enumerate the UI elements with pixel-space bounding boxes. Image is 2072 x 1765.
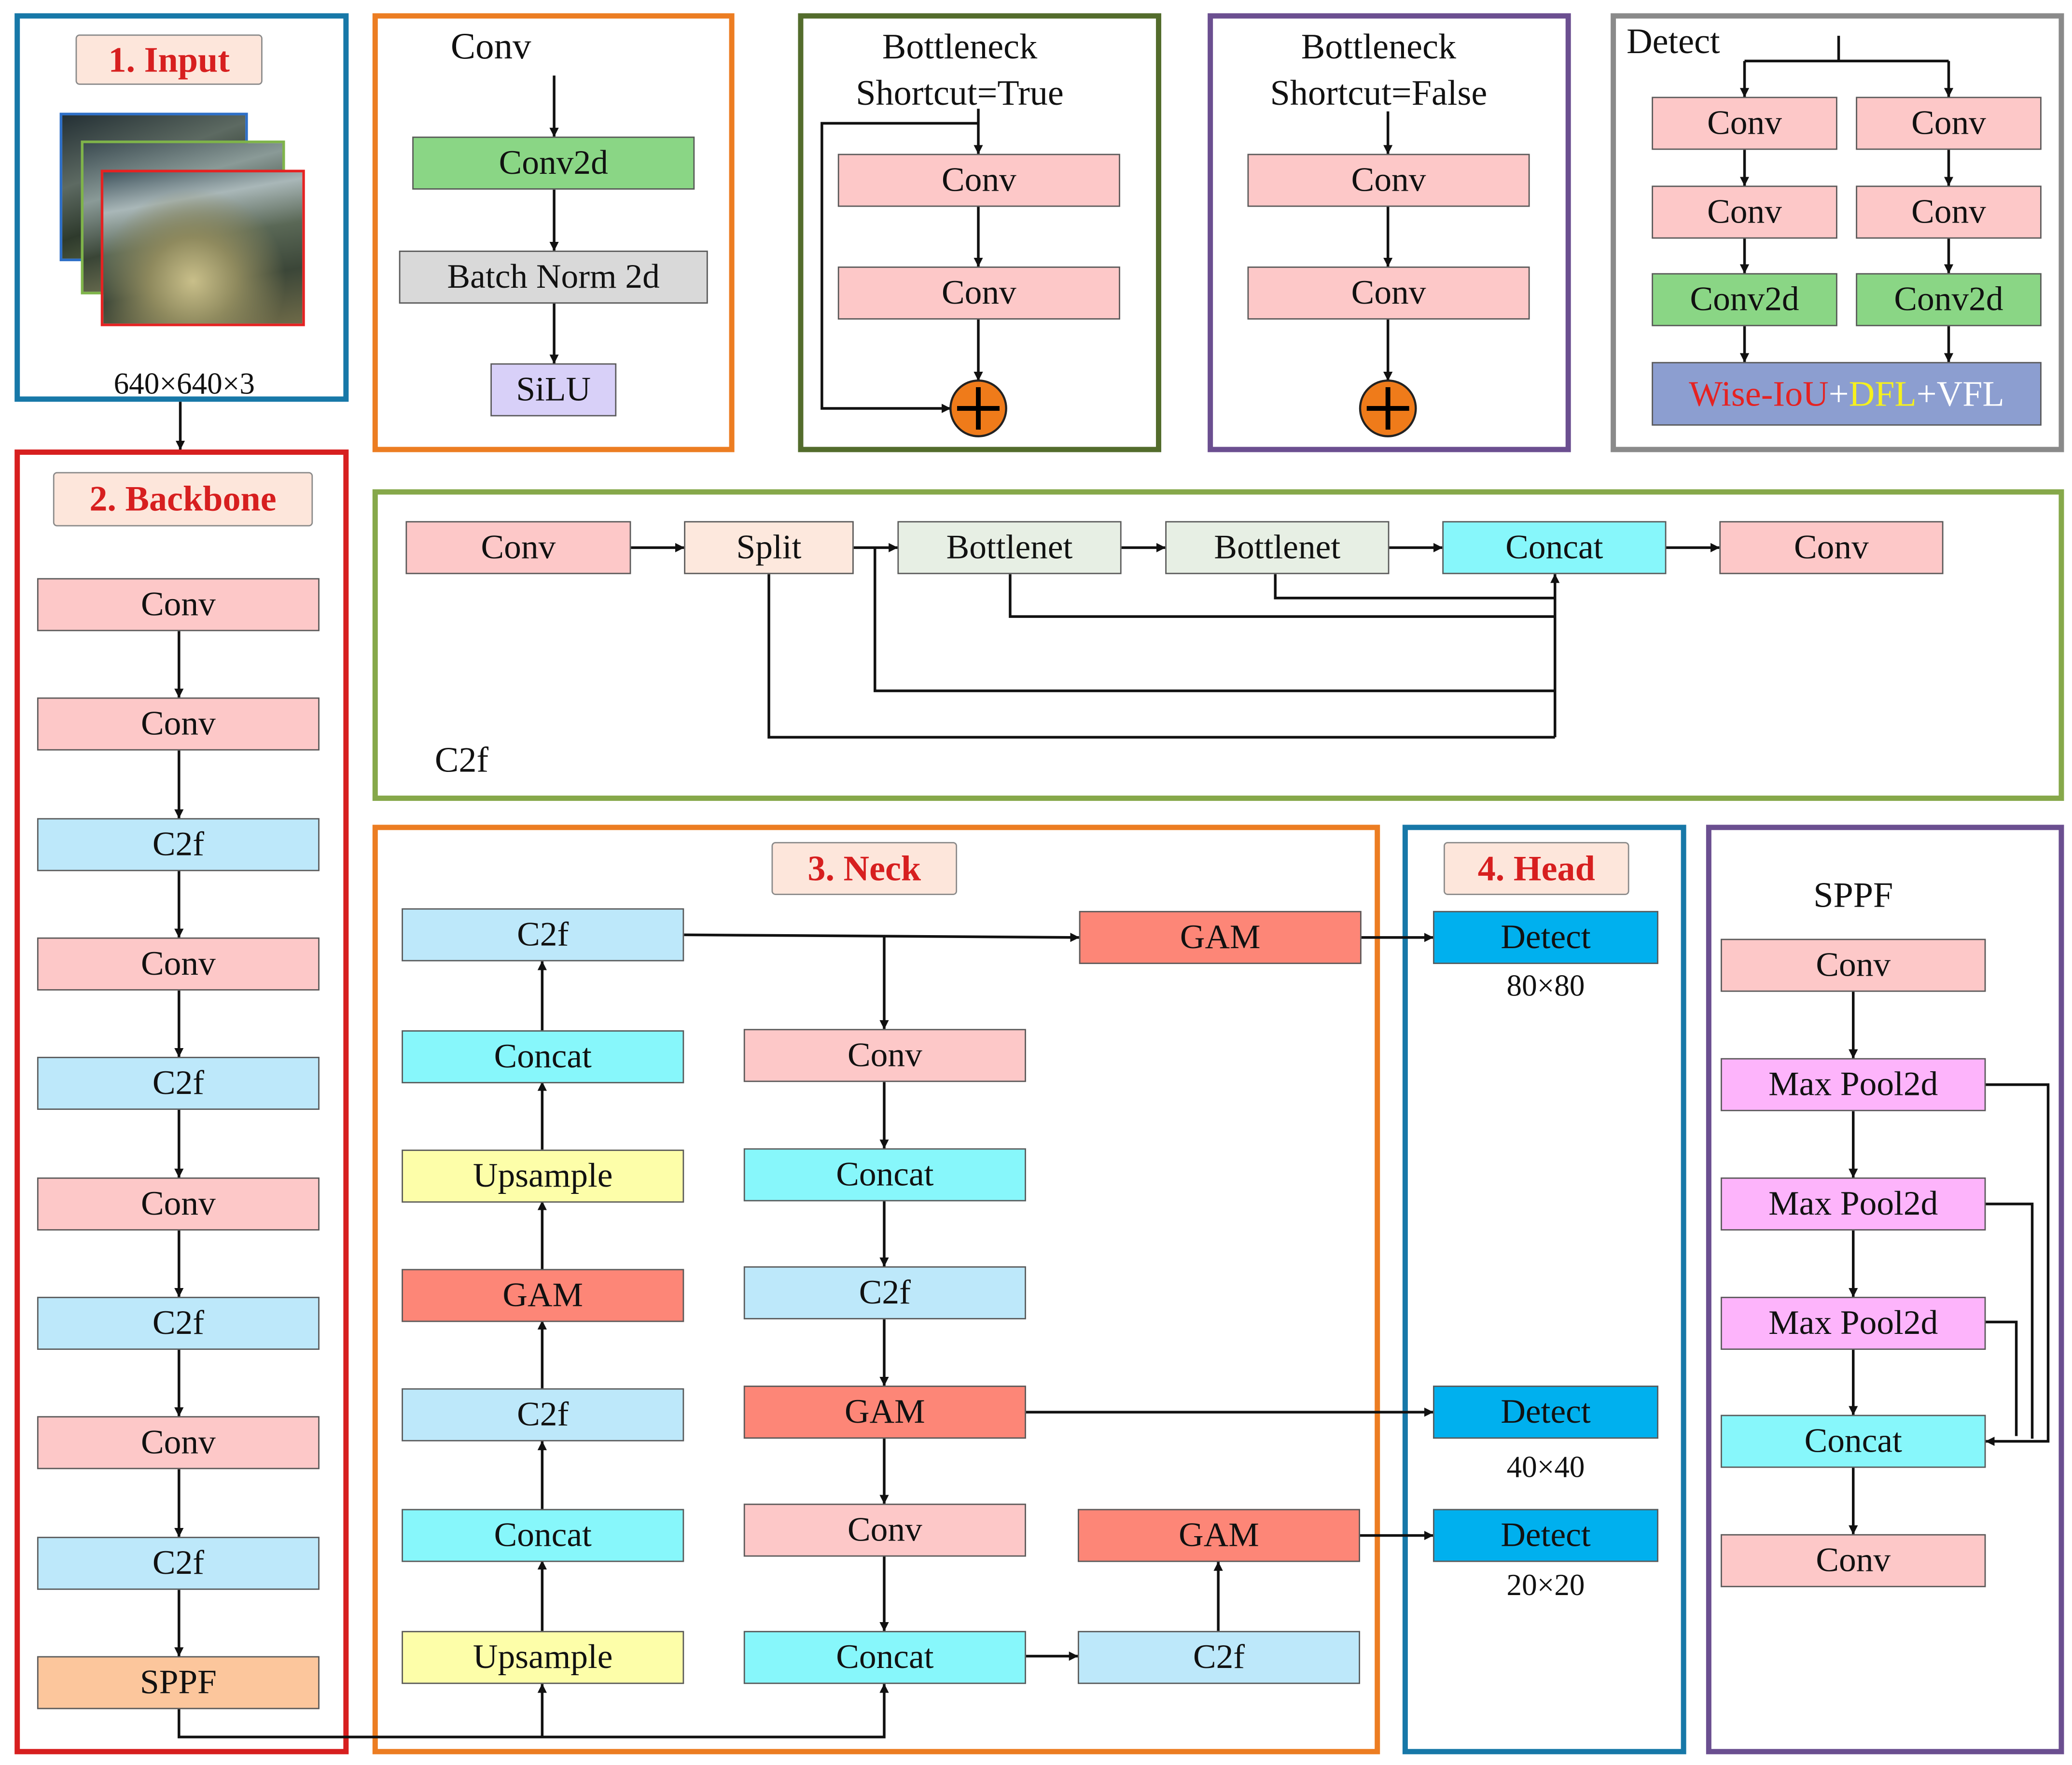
bottleneck-false-conv-2: Conv — [1247, 266, 1530, 320]
sppf-def-maxpool-1: Max Pool2d — [1721, 1058, 1986, 1111]
backbone-conv-4: Conv — [37, 1177, 320, 1231]
conv-definition-panel — [372, 13, 735, 452]
loss-plus-2: + — [1916, 373, 1937, 413]
backbone-conv-5: Conv — [37, 1416, 320, 1470]
neck-left-upsample-bottom: Upsample — [402, 1631, 684, 1684]
arrow-sppf-to-neck — [178, 1683, 889, 1738]
neck-mid-concat-bottom: Concat — [743, 1631, 1026, 1684]
neck-right-c2f: C2f — [1077, 1631, 1361, 1684]
c2f-def-split: Split — [684, 521, 854, 574]
shortcut-line — [820, 122, 978, 413]
loss-plus-1: + — [1828, 373, 1849, 413]
neck-right-gam-top: GAM — [1079, 911, 1362, 964]
input-panel — [14, 13, 349, 402]
neck-left-c2f-top: C2f — [402, 908, 684, 962]
c2f-def-conv-out: Conv — [1719, 521, 1944, 574]
detect-def-title: Detect — [1627, 21, 1720, 61]
sppf-def-maxpool-3: Max Pool2d — [1721, 1297, 1986, 1350]
backbone-c2f-4: C2f — [37, 1537, 320, 1590]
neck-left-c2f-bottom: C2f — [402, 1388, 684, 1442]
neck-mid-c2f: C2f — [743, 1266, 1026, 1319]
c2f-def-bottlenet-1: Bottlenet — [897, 521, 1122, 574]
c2f-def-title: C2f — [434, 740, 489, 780]
head-title: 4. Head — [1444, 842, 1629, 895]
input-title: 1. Input — [75, 34, 263, 85]
input-image-front — [100, 169, 305, 326]
neck-right-gam-bottom: GAM — [1077, 1509, 1361, 1562]
sppf-def-concat: Concat — [1721, 1415, 1986, 1468]
head-size-3: 20×20 — [1506, 1569, 1585, 1602]
bottleneck-false-title-1: Bottleneck — [1301, 26, 1457, 67]
neck-mid-conv-bottom: Conv — [743, 1503, 1026, 1557]
sppf-definition-panel — [1706, 825, 2064, 1754]
loss-dfl: DFL — [1849, 373, 1917, 413]
backbone-conv-1: Conv — [37, 578, 320, 631]
head-detect-1: Detect — [1433, 911, 1658, 964]
detect-def-right-conv-2: Conv — [1856, 185, 2042, 239]
detect-def-loss-box: Wise-IoU+DFL+VFL — [1652, 362, 2042, 426]
bottleneck-true-title-2: Shortcut=True — [856, 73, 1064, 113]
conv-def-conv2d: Conv2d — [412, 136, 695, 190]
head-panel — [1402, 825, 1686, 1754]
add-node-false — [1359, 379, 1417, 437]
detect-def-right-conv2d: Conv2d — [1856, 273, 2042, 326]
bottleneck-true-conv-2: Conv — [837, 266, 1120, 320]
neck-left-gam: GAM — [402, 1269, 684, 1322]
detect-definition-panel — [1611, 13, 2064, 452]
backbone-sppf: SPPF — [37, 1656, 320, 1709]
conv-def-title: Conv — [450, 26, 531, 68]
c2f-def-concat: Concat — [1442, 521, 1667, 574]
add-node-true — [949, 379, 1007, 437]
sppf-def-conv-in: Conv — [1721, 939, 1986, 992]
bottleneck-true-title-1: Bottleneck — [882, 26, 1038, 67]
head-detect-3: Detect — [1433, 1509, 1658, 1562]
neck-title: 3. Neck — [771, 842, 958, 895]
backbone-conv-2: Conv — [37, 697, 320, 751]
head-size-2: 40×40 — [1506, 1450, 1585, 1484]
backbone-panel — [14, 449, 349, 1754]
neck-mid-concat-top: Concat — [743, 1148, 1026, 1202]
c2f-def-bottlenet-2: Bottlenet — [1165, 521, 1390, 574]
loss-wise-iou: Wise-IoU — [1689, 373, 1829, 413]
neck-left-upsample-top: Upsample — [402, 1149, 684, 1203]
head-detect-2: Detect — [1433, 1386, 1658, 1439]
bottleneck-false-panel — [1208, 13, 1571, 452]
sppf-def-conv-out: Conv — [1721, 1534, 1986, 1587]
backbone-c2f-1: C2f — [37, 818, 320, 871]
c2f-def-conv-in: Conv — [405, 521, 631, 574]
neck-mid-conv-top: Conv — [743, 1029, 1026, 1082]
sppf-def-title: SPPF — [1813, 875, 1893, 915]
neck-mid-gam: GAM — [743, 1386, 1026, 1439]
detect-def-left-conv-2: Conv — [1652, 185, 1837, 239]
bottleneck-false-conv-1: Conv — [1247, 154, 1530, 207]
sppf-def-maxpool-2: Max Pool2d — [1721, 1177, 1986, 1231]
backbone-conv-3: Conv — [37, 937, 320, 991]
backbone-c2f-3: C2f — [37, 1297, 320, 1350]
bottleneck-true-panel — [798, 13, 1162, 452]
bottleneck-false-title-2: Shortcut=False — [1270, 73, 1488, 113]
loss-vfl: VFL — [1936, 373, 2004, 413]
neck-left-concat-top: Concat — [402, 1030, 684, 1083]
detect-def-left-conv-1: Conv — [1652, 97, 1837, 150]
detect-def-right-conv-1: Conv — [1856, 97, 2042, 150]
detect-def-left-conv2d: Conv2d — [1652, 273, 1837, 326]
backbone-c2f-2: C2f — [37, 1057, 320, 1110]
c2f-definition-panel — [372, 489, 2064, 801]
head-size-1: 80×80 — [1506, 969, 1585, 1003]
conv-def-silu: SiLU — [490, 363, 617, 417]
bottleneck-true-conv-1: Conv — [837, 154, 1120, 207]
conv-def-batchnorm: Batch Norm 2d — [399, 251, 708, 304]
backbone-title: 2. Backbone — [53, 472, 313, 527]
neck-left-concat-bottom: Concat — [402, 1509, 684, 1562]
neck-panel — [372, 825, 1380, 1754]
input-size-label: 640×640×3 — [113, 367, 255, 401]
